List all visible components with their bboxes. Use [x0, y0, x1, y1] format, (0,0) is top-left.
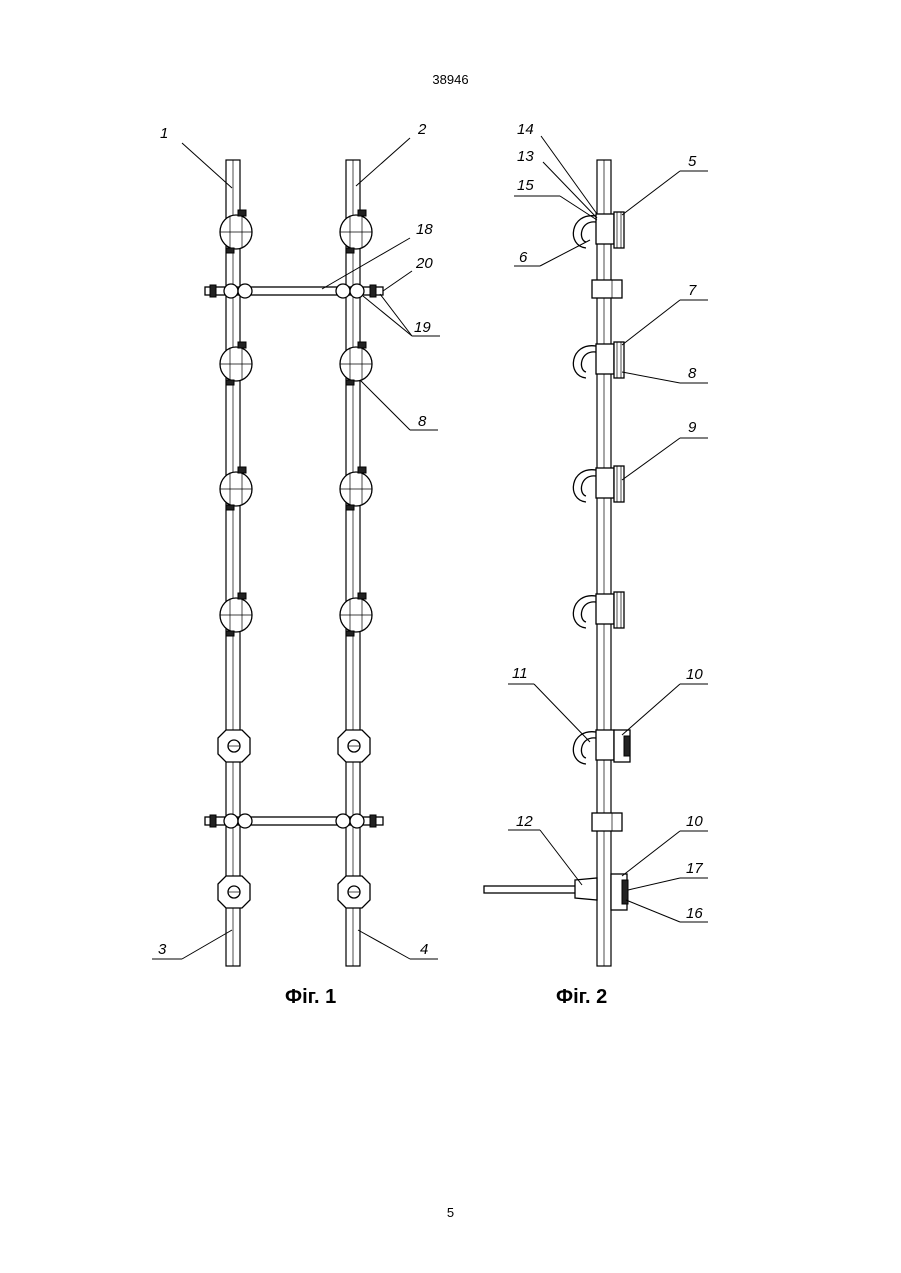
label-11: 11 [512, 665, 528, 682]
label-9: 9 [688, 419, 697, 436]
label-8-fig2: 8 [688, 365, 697, 382]
label-20: 20 [415, 255, 433, 272]
label-19: 19 [414, 319, 431, 336]
label-4: 4 [420, 941, 428, 958]
tie-bar-lower [205, 814, 383, 828]
label-2: 2 [417, 121, 427, 138]
label-16: 16 [686, 905, 703, 922]
label-13: 13 [517, 148, 534, 165]
figure-1-caption: Фіг. 1 [285, 986, 336, 1009]
label-14: 14 [517, 121, 534, 138]
fig1-leaders [152, 138, 440, 959]
label-3: 3 [158, 941, 167, 958]
label-17: 17 [686, 860, 703, 877]
label-5: 5 [688, 153, 697, 170]
figure-2-caption: Фіг. 2 [556, 986, 607, 1009]
label-15: 15 [517, 177, 534, 194]
figure-2: 14 13 15 5 6 7 8 9 11 10 12 10 17 16 [484, 121, 708, 966]
label-7: 7 [688, 282, 697, 299]
label-10-lower: 10 [686, 813, 703, 830]
label-12: 12 [516, 813, 533, 830]
label-6: 6 [519, 249, 528, 266]
label-18: 18 [416, 221, 433, 238]
tie-bar-upper [205, 284, 383, 298]
fig1-labels: 1 2 18 20 19 8 3 4 [158, 121, 433, 958]
label-1: 1 [160, 125, 168, 142]
label-10-upper: 10 [686, 666, 703, 683]
figure-1: 1 2 18 20 19 8 3 4 [152, 121, 440, 966]
page-number: 5 [0, 1205, 901, 1220]
label-8: 8 [418, 413, 427, 430]
